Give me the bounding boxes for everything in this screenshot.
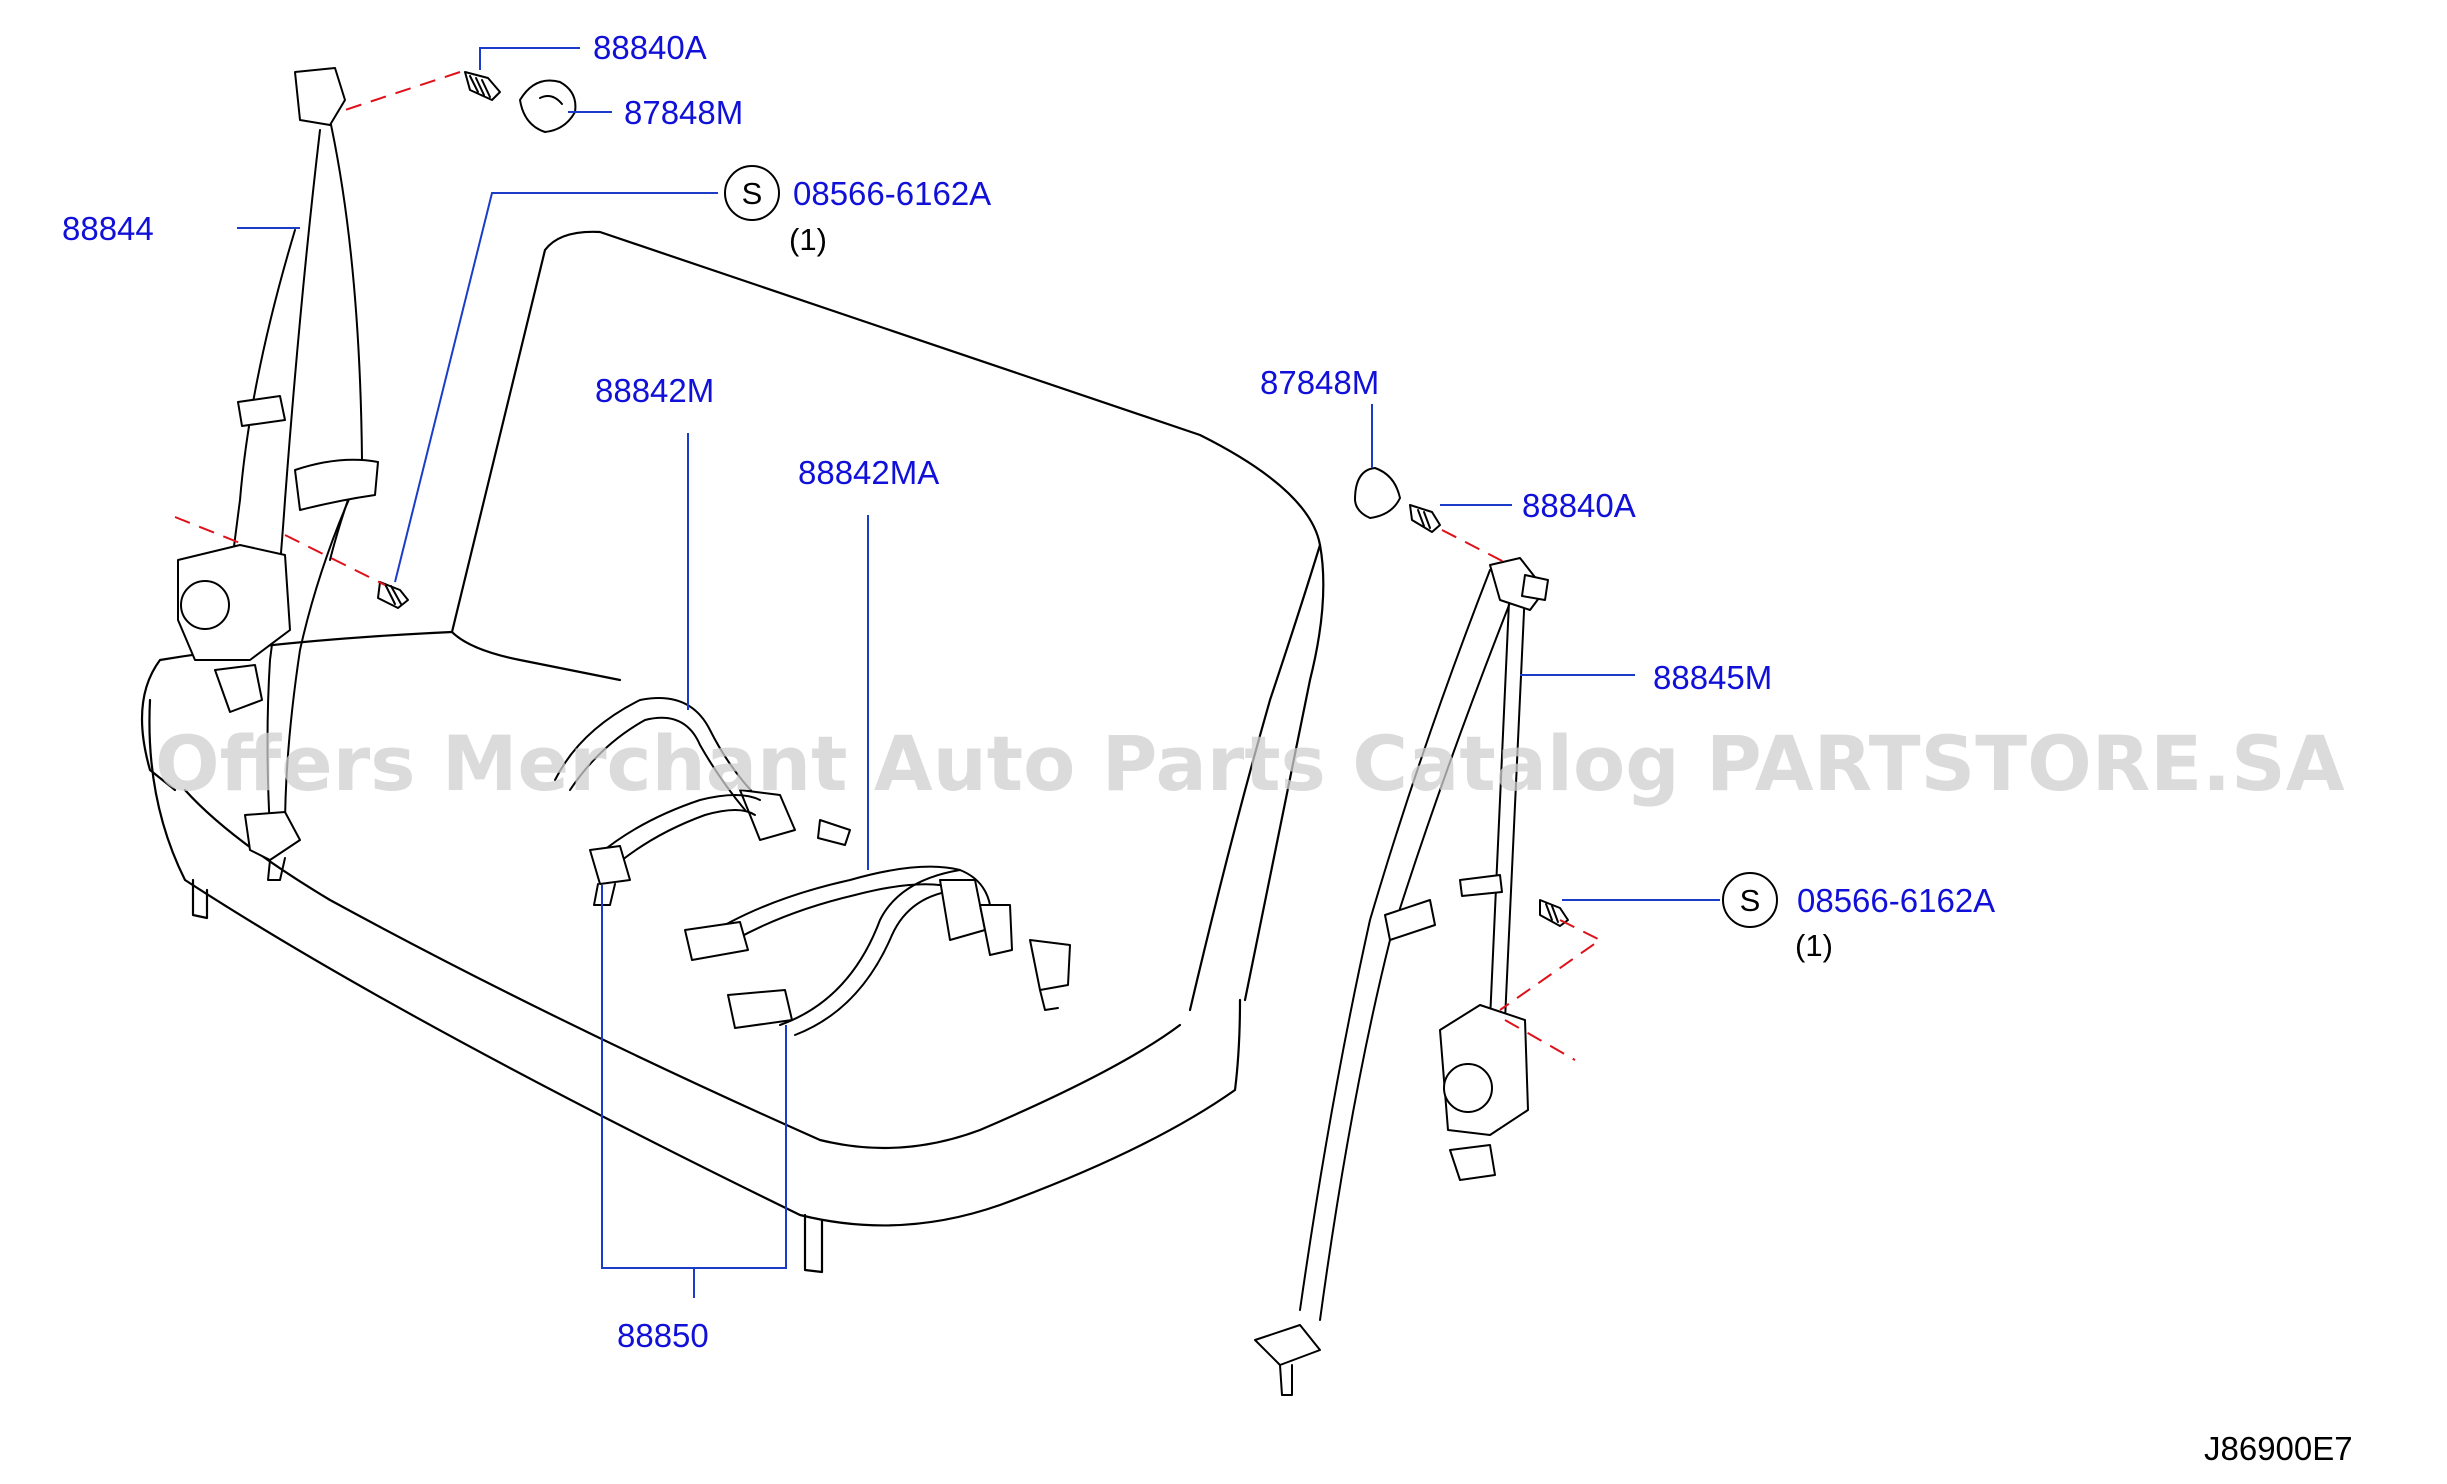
center-strap-second xyxy=(597,794,761,856)
left-lower-anchor xyxy=(214,664,263,713)
right-belt-slider xyxy=(1384,899,1436,941)
center-anchor-88842m xyxy=(739,789,796,841)
label-88842ma[interactable]: 88842MA xyxy=(798,454,939,491)
right-belt-webbing-front-inner xyxy=(1504,589,1526,1021)
center-buckle-88850 xyxy=(727,989,793,1029)
s-symbol-letter-right: S xyxy=(1740,883,1761,918)
right-seat-belt-assembly xyxy=(1254,467,1569,1396)
dash-top-bolt-to-anchor xyxy=(344,71,461,111)
center-buckle-left-tongue xyxy=(589,845,631,885)
center-right-anchor-3 xyxy=(1029,939,1071,991)
center-strap-88842m-inner xyxy=(569,716,746,811)
center-right-anchor-2 xyxy=(979,904,1013,956)
left-belt-webbing-lower xyxy=(284,469,363,831)
label-08566-top[interactable]: 08566-6162A xyxy=(793,175,991,212)
seat-cushion-seam xyxy=(183,788,1182,1150)
diagram-code: J86900E7 xyxy=(2204,1430,2353,1467)
dash-right-retractor xyxy=(1504,1019,1576,1061)
center-strap-88842m xyxy=(554,697,761,801)
top-anchor-hardware xyxy=(464,71,577,133)
left-top-anchor-plate xyxy=(294,67,346,126)
label-88844[interactable]: 88844 xyxy=(62,210,154,247)
left-seat-belt-assembly xyxy=(177,67,409,881)
s-symbol-circle-right xyxy=(1722,872,1778,928)
right-belt-webbing-front xyxy=(1489,579,1511,1021)
seat-leg-right xyxy=(803,1213,824,1274)
center-strap-88850 xyxy=(779,869,961,1026)
seatback-inner-crease xyxy=(450,630,622,682)
center-right-anchor-tail xyxy=(1039,989,1059,1011)
anchor-cover-cap-87848m-top xyxy=(519,79,577,133)
s-symbol-top: S xyxy=(724,165,780,221)
seat-cushion-top xyxy=(140,630,454,792)
center-strap-88842ma xyxy=(699,865,991,941)
s-symbol-circle-top xyxy=(724,165,780,221)
label-88845m[interactable]: 88845M xyxy=(1653,659,1772,696)
left-retractor-spool xyxy=(180,580,230,630)
part-labels: 88840A 87848M 08566-6162A (1) 88844 8884… xyxy=(62,29,1995,1354)
center-buckle-assemblies xyxy=(554,697,1071,1036)
label-87848m-top[interactable]: 87848M xyxy=(624,94,743,131)
center-right-anchor-1 xyxy=(939,879,986,941)
label-87848m-right[interactable]: 87848M xyxy=(1260,364,1379,401)
seat-cushion-front xyxy=(148,698,1242,1227)
label-08566-right[interactable]: 08566-6162A xyxy=(1797,882,1995,919)
rear-seat-drawing xyxy=(140,230,1325,1274)
left-retractor-bolt xyxy=(377,581,409,609)
seat-leg-left xyxy=(191,878,209,920)
leader-88840a-top xyxy=(479,47,580,70)
left-retractor xyxy=(177,544,291,661)
left-belt-slider xyxy=(237,395,286,427)
anchor-bolt-88840a-top xyxy=(464,71,501,101)
s-symbol-letter-top: S xyxy=(742,176,763,211)
anchor-bolt-88840a-right xyxy=(1409,504,1441,533)
center-strap-88842ma-inner xyxy=(709,883,956,956)
label-88840a-top[interactable]: 88840A xyxy=(593,29,707,66)
anchor-cover-cap-87848m-right xyxy=(1354,467,1401,519)
watermark-text: Offers Merchant Auto Parts Catalog PARTS… xyxy=(155,719,2345,808)
right-bottom-anchor-tail xyxy=(1279,1364,1293,1396)
seatback-outline xyxy=(450,230,1325,1002)
left-belt-guide-loop xyxy=(294,458,379,511)
label-88842m[interactable]: 88842M xyxy=(595,372,714,409)
center-strap-88850-inner xyxy=(794,889,959,1036)
left-belt-webbing-inner xyxy=(329,119,363,561)
right-belt-webbing-outer xyxy=(1299,569,1491,1311)
right-retractor-bracket xyxy=(1449,1144,1496,1181)
center-buckle-left-tail xyxy=(593,883,616,906)
seatback-side-seam xyxy=(1188,543,1322,1012)
right-retractor-spool xyxy=(1443,1063,1493,1113)
dash-left-retractor-to-bolt xyxy=(174,516,246,546)
right-belt-guide xyxy=(1459,874,1503,897)
s-symbol-right: S xyxy=(1722,872,1778,928)
leader-88850-bracket xyxy=(601,885,787,1298)
center-buckle-88842ma xyxy=(684,921,749,961)
center-strap-second-inner xyxy=(609,809,756,871)
qty-08566-right: (1) xyxy=(1795,928,1833,963)
right-bottom-anchor xyxy=(1254,1324,1321,1366)
leader-lines xyxy=(237,47,1720,1298)
left-lower-anchor-bottom xyxy=(244,811,301,861)
installation-dashed-lines xyxy=(174,71,1602,1061)
right-belt-webbing-inner xyxy=(1319,589,1516,1321)
label-88850[interactable]: 88850 xyxy=(617,1317,709,1354)
dash-left-bolt-to-retractor xyxy=(284,534,386,586)
dash-right-bolt-to-anchor xyxy=(1441,529,1511,566)
right-top-anchor-post xyxy=(1521,574,1549,601)
qty-08566-top: (1) xyxy=(789,222,827,257)
dash-right-lower-bolt xyxy=(1499,919,1602,1011)
left-anchor-tab xyxy=(267,857,286,881)
center-anchor-88842m-bolt xyxy=(817,819,851,846)
left-belt-webbing-front xyxy=(266,129,321,831)
label-88840a-right[interactable]: 88840A xyxy=(1522,487,1636,524)
leader-08566-top xyxy=(394,192,718,583)
